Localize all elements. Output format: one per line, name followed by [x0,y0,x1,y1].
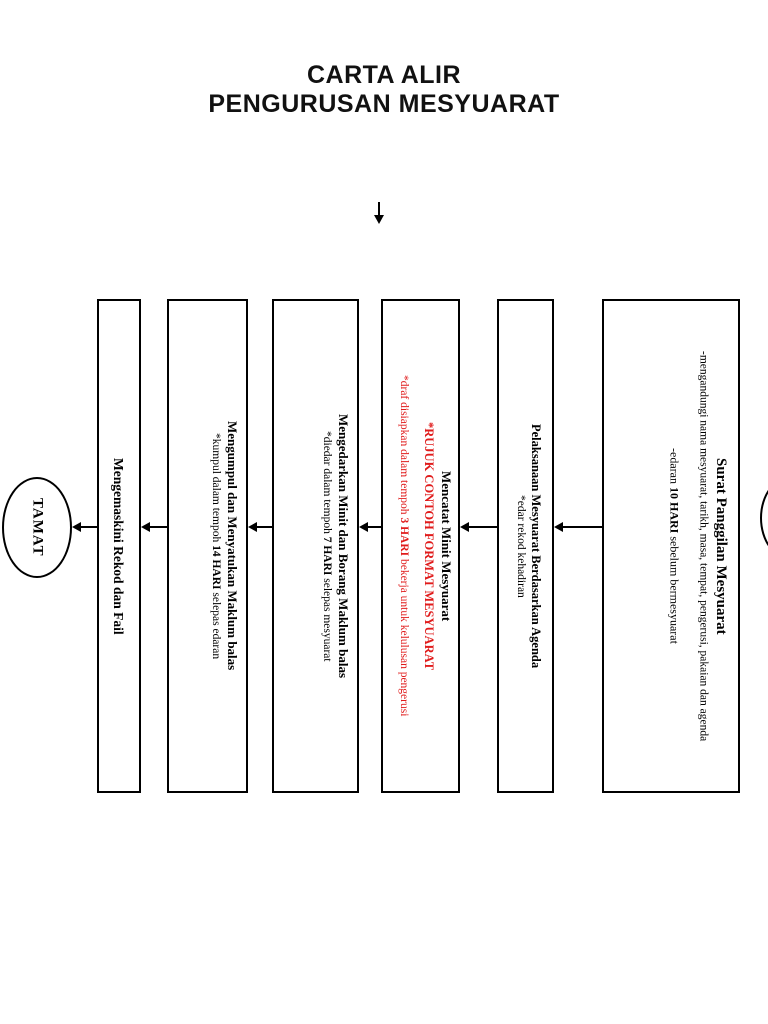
step-detail-line-red: *RUJUK CONTOH FORMAT MESYUARAT [421,304,437,788]
page-title-line1: CARTA ALIR [306,61,462,89]
detail-text: selepas mesyuarat [321,575,334,662]
detail-text: -edaran [667,448,682,487]
flow-step-mengemaskini-rekod: Mengemaskini Rekod dan Fail [97,299,141,793]
detail-text-red: bekerja untuk kelulusan pengerusi [397,556,410,717]
step-title: Pelaksanaan Mesyuarat Berdasarkan Agenda [529,423,543,669]
step-detail-line-red: *draf disiapkan dalam tempoh 3 HARI beke… [396,304,411,788]
detail-text: sebelum bermesyuarat [667,533,682,644]
step-title: Mencatat Minit Mesyuarat [439,470,454,622]
flow-step-surat-panggilan: Surat Panggilan Mesyuarat -mengandungi n… [602,299,740,793]
detail-text-red: *RUJUK CONTOH FORMAT MESYUARAT [422,421,437,671]
flow-step-pelaksanaan-mesyuarat: Pelaksanaan Mesyuarat Berdasarkan Agenda… [497,299,554,793]
flow-step-mencatat-minit: Mencatat Minit Mesyuarat *RUJUK CONTOH F… [381,299,460,793]
flow-arrow [359,522,381,532]
step-detail-line: *kumpul dalam tempoh 14 HARI selepas eda… [208,304,223,788]
flow-step-mengumpul-maklumbalas: Mengumpul dan Menyatukan Maklum balas *k… [167,299,248,793]
detail-text: selepas edaran [210,589,223,660]
flow-arrow [554,522,602,532]
page-title: CARTA ALIR PENGURUSAN MESYUARAT [0,61,768,119]
start-node-partial [760,476,768,560]
detail-text-bold: 7 HARI [321,536,334,576]
step-detail-line: *diedar dalam tempoh 7 HARI selepas mesy… [319,304,334,788]
detail-text: -mengandungi nama mesyuarat, tarikh, mas… [697,350,710,742]
step-detail-line: -edaran 10 HARI sebelum bermesyuarat [666,304,682,788]
down-arrow-shaft [378,202,380,216]
detail-text-red-bold: 3 HARI [397,517,410,557]
end-node-label: TAMAT [29,498,46,557]
step-detail-line: -mengandungi nama mesyuarat, tarikh, mas… [696,304,711,788]
flow-arrow [141,522,167,532]
end-node-tamat: TAMAT [2,477,72,578]
page-title-line2: PENGURUSAN MESYUARAT [208,90,560,118]
step-title: Mengemaskini Rekod dan Fail [111,457,126,635]
flow-arrow [72,522,97,532]
detail-text-bold: 14 HARI [210,545,223,590]
flow-step-mengedarkan-minit: Mengedarkan Minit dan Borang Maklum bala… [272,299,359,793]
detail-text-red: *draf disiapkan dalam tempoh [397,375,410,518]
flow-arrow [460,522,497,532]
detail-text: *diedar dalam tempoh [321,430,334,537]
detail-text: *edar rekod kehadiran [514,494,527,598]
step-title: Mengedarkan Minit dan Borang Maklum bala… [336,413,351,678]
detail-text-bold: 10 HARI [667,487,682,534]
flow-arrow [248,522,272,532]
down-arrow-icon [373,202,385,226]
down-arrow-head [374,215,384,224]
step-title: Surat Panggilan Mesyuarat [713,457,729,635]
detail-text: *kumpul dalam tempoh [210,432,223,546]
step-detail-line: *edar rekod kehadiran [513,304,528,788]
step-title: Mengumpul dan Menyatukan Maklum balas [225,421,240,671]
